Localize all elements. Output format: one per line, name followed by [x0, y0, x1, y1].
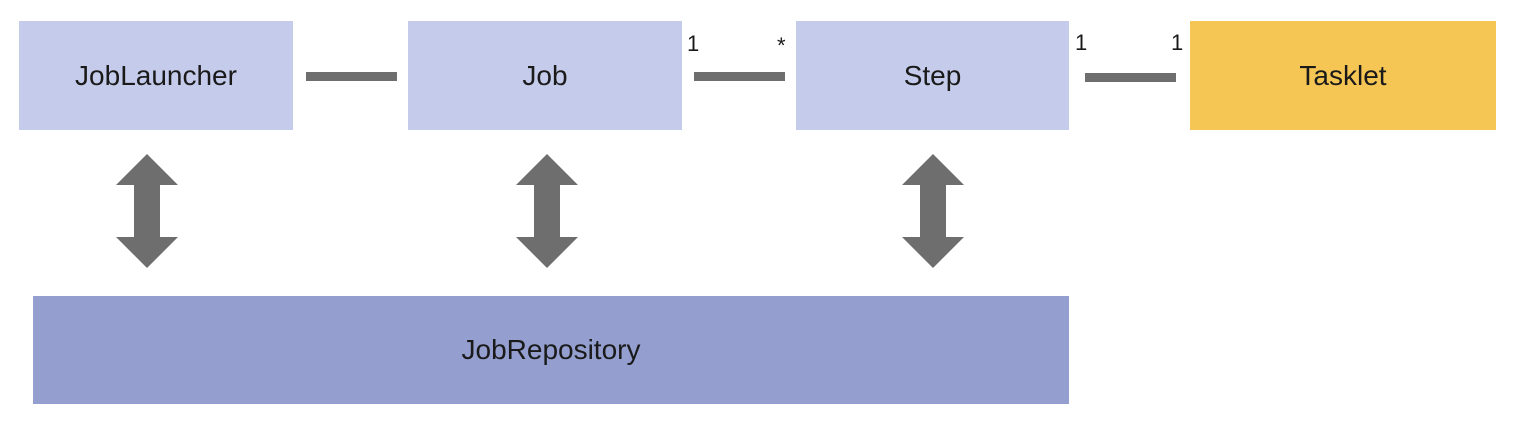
- step-label: Step: [903, 59, 962, 91]
- tasklet-multiplicity: 1: [1171, 30, 1184, 55]
- step-box: Step: [796, 21, 1069, 130]
- job-step-connector: [694, 72, 785, 81]
- step-tasklet-connector: [1085, 73, 1176, 82]
- joblauncher-label: JobLauncher: [75, 59, 237, 91]
- double-arrow-icon: [516, 154, 578, 268]
- arrow-shape: [516, 154, 578, 268]
- step-one-multiplicity: 1: [1075, 30, 1088, 55]
- double-arrow-icon: [116, 154, 178, 268]
- job-box: Job: [408, 21, 682, 130]
- joblauncher-job-connector: [306, 72, 397, 81]
- joblauncher-box: JobLauncher: [19, 21, 293, 130]
- arrow-shape: [902, 154, 964, 268]
- tasklet-box: Tasklet: [1190, 21, 1496, 130]
- jobrepository-box: JobRepository: [33, 296, 1069, 404]
- job-label: Job: [522, 59, 568, 91]
- step-many-multiplicity: *: [777, 33, 786, 58]
- tasklet-label: Tasklet: [1299, 59, 1387, 91]
- arrow-shape: [116, 154, 178, 268]
- job-multiplicity: 1: [687, 31, 700, 56]
- double-arrow-icon: [902, 154, 964, 268]
- jobrepository-label: JobRepository: [461, 334, 641, 365]
